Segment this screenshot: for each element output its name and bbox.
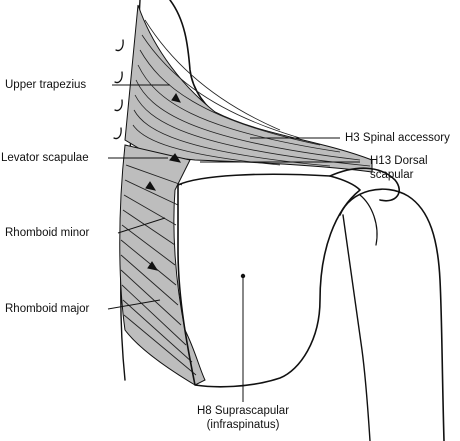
label-upper-trapezius: Upper trapezius	[5, 79, 87, 91]
label-levator-scapulae: Levator scapulae	[1, 152, 89, 164]
glenoid-outline	[359, 194, 378, 246]
humerus-shaft-outline	[342, 214, 371, 441]
upper-trapezius-shading	[124, 4, 373, 173]
label-dorsal-scapular-line2: scapular	[370, 169, 414, 181]
humerus-head-outline	[339, 188, 445, 441]
label-suprascapular-line1: H8 Suprascapular	[196, 405, 290, 417]
suprascapular-point	[240, 273, 246, 279]
rhomboid-fibers	[120, 164, 197, 376]
label-suprascapular-line2: (infraspinatus)	[206, 419, 280, 431]
trapezius-fibers	[132, 19, 371, 167]
label-spinal-accessory: H3 Spinal accessory	[345, 132, 450, 144]
label-dorsal-scapular-line1: H13 Dorsal	[370, 155, 428, 167]
acromion-outline	[329, 167, 400, 202]
nerve-arrows	[145, 93, 182, 271]
vertebra-marks	[113, 39, 124, 140]
label-rhomboid-major: Rhomboid major	[5, 303, 90, 315]
leader-lines	[107, 84, 360, 402]
label-rhomboid-minor: Rhomboid minor	[5, 227, 90, 239]
scapula-outline	[177, 173, 361, 388]
